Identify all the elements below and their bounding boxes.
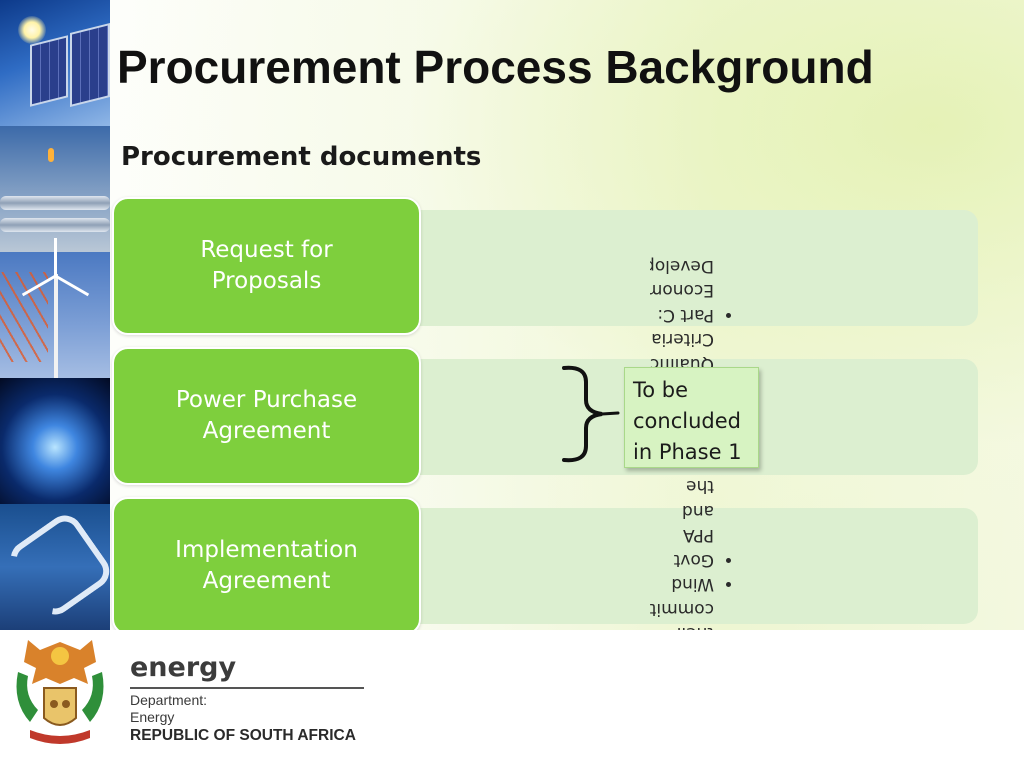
doc-box-label: Request for Proposals (200, 237, 333, 294)
turbine-tower-shape (54, 274, 58, 378)
row-band-ia (380, 508, 978, 624)
doc-box-power-purchase-agreement: Power Purchase Agreement (112, 347, 421, 485)
crane-shape (0, 272, 48, 362)
bulb-icon (3, 508, 110, 622)
department-name: Energy (130, 709, 175, 725)
doc-box-implementation-agreement: Implementation Agreement (112, 497, 421, 635)
bullet-item: Wind (650, 572, 714, 597)
energy-logo-text: energy (130, 652, 237, 683)
solar-panel-shape (30, 35, 68, 107)
country-name: REPUBLIC OF SOUTH AFRICA (130, 727, 356, 744)
slide-title: Procurement Process Background (117, 41, 874, 93)
pipe-shape (0, 218, 110, 232)
logo-divider (130, 687, 364, 689)
callout-text: To be concluded in Phase 1 (633, 378, 742, 464)
doc-box-label: Power Purchase Agreement (175, 387, 358, 444)
doc-box-label: Implementation Agreement (175, 537, 358, 594)
footer (0, 630, 1024, 768)
bullet-item: Part C: Economic Development (650, 254, 714, 328)
gas-plant-photo (0, 126, 110, 252)
solar-panel-shape (70, 23, 110, 107)
right-brace-icon (562, 365, 620, 463)
doc-box-request-for-proposals: Request for Proposals (112, 197, 421, 335)
coat-of-arms-logo (16, 640, 104, 744)
efficient-bulb-photo (0, 504, 110, 630)
sun-icon (18, 16, 46, 44)
gas-flame-photo (0, 378, 110, 504)
department-label: Department: (130, 692, 208, 708)
photo-strip (0, 0, 110, 630)
flame-icon (48, 148, 54, 162)
solar-panel-photo (0, 0, 110, 126)
pipe-shape (0, 196, 110, 210)
phase-callout: To be concluded in Phase 1 (624, 367, 759, 468)
section-heading: Procurement documents (121, 142, 482, 172)
row-band-rfp (380, 210, 978, 326)
turbine-blade-shape (54, 238, 57, 276)
